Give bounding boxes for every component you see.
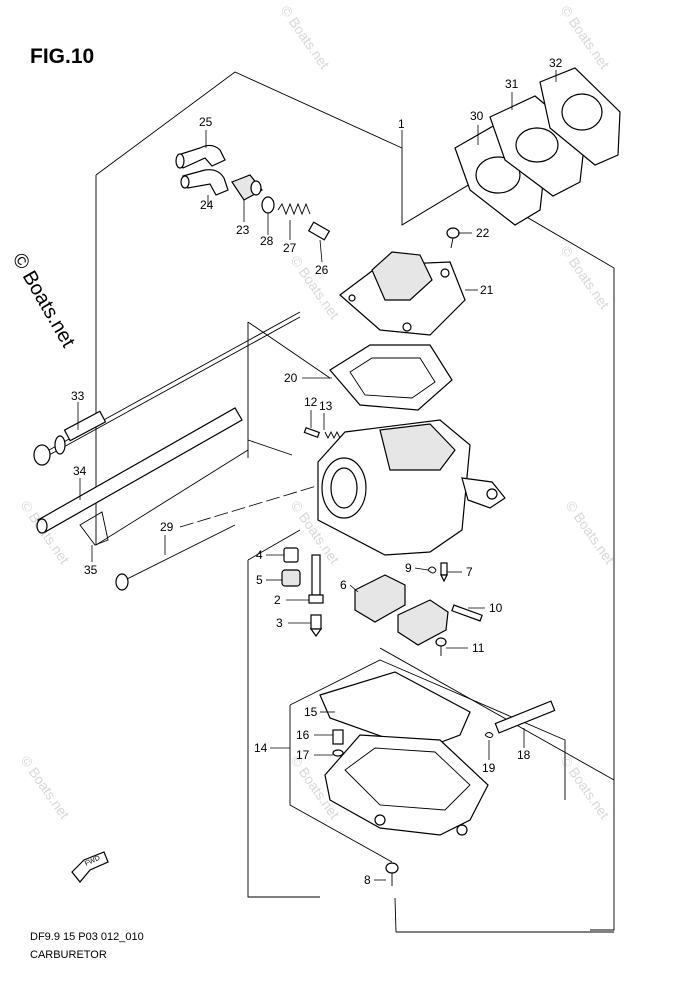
bolt-29 bbox=[115, 524, 236, 591]
hose-25 bbox=[175, 144, 226, 169]
figure-title: FIG.10 bbox=[30, 45, 94, 68]
needle-26 bbox=[307, 221, 331, 241]
callout-1: 1 bbox=[398, 117, 405, 131]
callout-32: 32 bbox=[549, 56, 563, 70]
callout-20: 20 bbox=[284, 371, 298, 385]
callout-7: 7 bbox=[466, 565, 473, 579]
callout-31: 31 bbox=[505, 77, 519, 91]
callout-34: 34 bbox=[73, 464, 87, 478]
choke-rod-33 bbox=[33, 311, 301, 466]
fitting-23 bbox=[231, 174, 263, 201]
spring-27 bbox=[277, 202, 311, 216]
link-line bbox=[401, 183, 471, 226]
watermark-text: © Boats.net bbox=[278, 3, 333, 72]
watermark-text: © Boats.net bbox=[18, 753, 73, 822]
callout-29: 29 bbox=[160, 520, 174, 534]
callout-11: 11 bbox=[472, 641, 485, 655]
callout-8: 8 bbox=[364, 873, 371, 887]
needle-7 bbox=[440, 562, 448, 583]
callout-3: 3 bbox=[276, 616, 283, 630]
callout-10: 10 bbox=[489, 601, 503, 615]
callout-14: 14 bbox=[254, 741, 268, 755]
watermark-text: © Boats.net bbox=[563, 498, 618, 567]
clip-9 bbox=[427, 566, 437, 574]
watermark-text: © Boats.net bbox=[558, 753, 613, 822]
callout-5: 5 bbox=[256, 573, 263, 587]
callout-26: 26 bbox=[315, 263, 329, 277]
jet-3 bbox=[309, 614, 323, 638]
callout-2: 2 bbox=[274, 593, 281, 607]
callout-17: 17 bbox=[296, 748, 310, 762]
side-watermark: © Boats.net bbox=[8, 250, 80, 352]
cover-21 bbox=[339, 251, 466, 336]
callout-21: 21 bbox=[480, 283, 494, 297]
float-6 bbox=[354, 574, 449, 646]
tube-18 bbox=[494, 700, 556, 734]
o-ring-28 bbox=[261, 196, 275, 214]
callout-16: 16 bbox=[296, 728, 310, 742]
screw-22 bbox=[446, 227, 460, 249]
pin-10 bbox=[451, 604, 483, 622]
shaft-34 bbox=[36, 407, 243, 534]
screw-11 bbox=[435, 637, 447, 656]
callout-30: 30 bbox=[470, 109, 484, 123]
figure-name: CARBURETOR bbox=[30, 949, 107, 961]
callout-6: 6 bbox=[340, 578, 347, 592]
callout-19: 19 bbox=[482, 761, 496, 775]
forward-arrow: FWD bbox=[71, 851, 109, 883]
leader-lines bbox=[77, 70, 557, 881]
callout-23: 23 bbox=[236, 223, 250, 237]
figure-code: DF9.9 15 P03 012_010 bbox=[30, 931, 144, 943]
hose-24 bbox=[180, 169, 229, 196]
watermark-text: © Boats.net bbox=[558, 3, 613, 72]
jet-5 bbox=[281, 569, 301, 587]
callout-labels: 1 2 3 4 5 6 7 8 9 10 11 12 13 14 15 16 1… bbox=[71, 56, 563, 887]
screw-16 bbox=[332, 729, 344, 745]
callout-25: 25 bbox=[199, 115, 213, 129]
callout-28: 28 bbox=[260, 234, 274, 248]
watermark-text: © Boats.net bbox=[558, 243, 613, 312]
callout-15: 15 bbox=[304, 705, 318, 719]
clip-19 bbox=[484, 732, 494, 738]
callout-27: 27 bbox=[283, 241, 297, 255]
callout-18: 18 bbox=[517, 748, 531, 762]
screw-8 bbox=[385, 862, 399, 886]
screw-13 bbox=[324, 430, 341, 440]
callout-33: 33 bbox=[71, 389, 85, 403]
callout-22: 22 bbox=[476, 226, 490, 240]
gasket-20 bbox=[329, 344, 453, 411]
callout-12: 12 bbox=[304, 395, 318, 409]
jet-4 bbox=[283, 547, 299, 563]
jet-2 bbox=[308, 554, 324, 604]
float-chamber-box bbox=[289, 659, 566, 863]
callout-13: 13 bbox=[319, 399, 333, 413]
gasket-32 bbox=[539, 67, 621, 166]
callout-4: 4 bbox=[256, 548, 263, 562]
float-chamber-14 bbox=[324, 734, 489, 836]
gasket-15 bbox=[319, 671, 471, 751]
carburetor-body bbox=[317, 419, 506, 556]
washer-17 bbox=[332, 749, 344, 757]
callout-9: 9 bbox=[405, 561, 412, 575]
clamp-35 bbox=[79, 511, 109, 546]
callout-24: 24 bbox=[200, 198, 214, 212]
screw-12 bbox=[303, 426, 321, 438]
callout-35: 35 bbox=[84, 563, 98, 577]
